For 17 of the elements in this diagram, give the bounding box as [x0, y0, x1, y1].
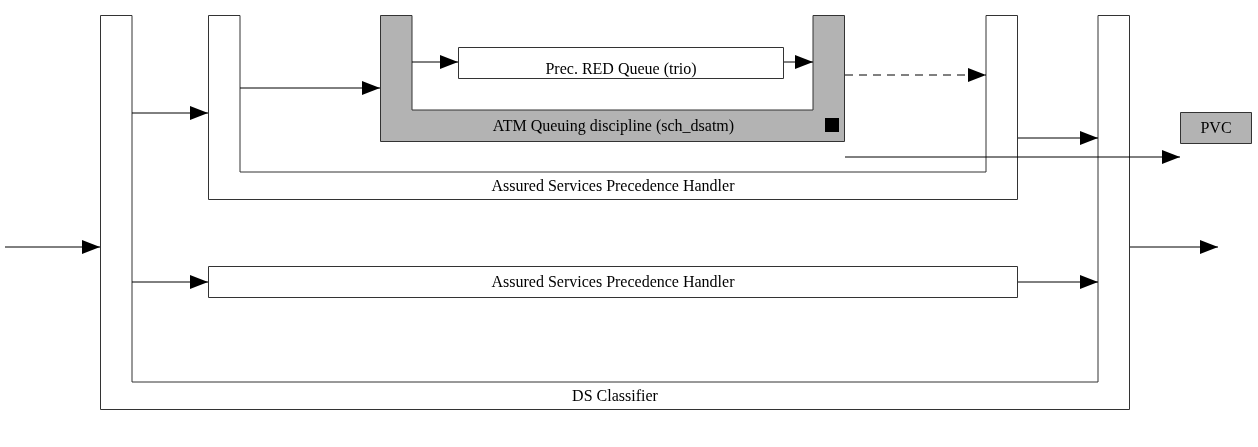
- arrow: [1017, 275, 1099, 289]
- arrow: [783, 55, 814, 69]
- block-label: Assured Services Precedence Handler: [490, 274, 736, 290]
- arrow: [844, 150, 1181, 164]
- arrow: [1129, 240, 1219, 254]
- arrow: [411, 55, 459, 69]
- block-label: DS Classifier: [571, 388, 659, 404]
- arrow: [131, 275, 209, 289]
- block-label: Assured Services Precedence Handler: [490, 178, 736, 194]
- arrow: [1017, 131, 1099, 145]
- arrow: [131, 106, 209, 120]
- arrow: [844, 68, 987, 82]
- block-label: ATM Queuing discipline (sch_dsatm): [491, 118, 736, 134]
- arrow: [239, 81, 381, 95]
- block-label: Prec. RED Queue (trio): [544, 61, 698, 77]
- block-label: PVC: [1199, 120, 1233, 136]
- arrow: [4, 240, 101, 254]
